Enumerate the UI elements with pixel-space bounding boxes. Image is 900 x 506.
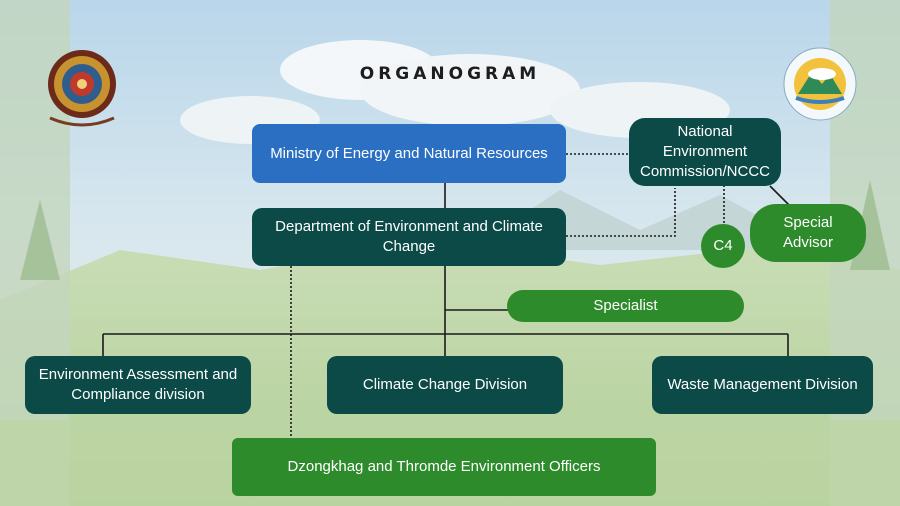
node-c4[interactable]: C4 xyxy=(701,224,745,268)
nec-logo-icon xyxy=(783,47,857,121)
node-climate-change-division[interactable]: Climate Change Division xyxy=(327,356,563,414)
node-department[interactable]: Department of Environment and Climate Ch… xyxy=(252,208,566,266)
page-title: ORGANOGRAM xyxy=(359,64,541,84)
node-dzongkhag-thromde-officers[interactable]: Dzongkhag and Thromde Environment Office… xyxy=(232,438,656,496)
node-specialist[interactable]: Specialist xyxy=(507,290,744,322)
royal-emblem-icon xyxy=(48,50,116,127)
node-environment-assessment-division[interactable]: Environment Assessment and Compliance di… xyxy=(25,356,251,414)
node-ministry[interactable]: Ministry of Energy and Natural Resources xyxy=(252,124,566,183)
node-special-advisor[interactable]: Special Advisor xyxy=(750,204,866,262)
node-waste-management-division[interactable]: Waste Management Division xyxy=(652,356,873,414)
node-national-environment-commission[interactable]: National Environment Commission/NCCC xyxy=(629,118,781,186)
